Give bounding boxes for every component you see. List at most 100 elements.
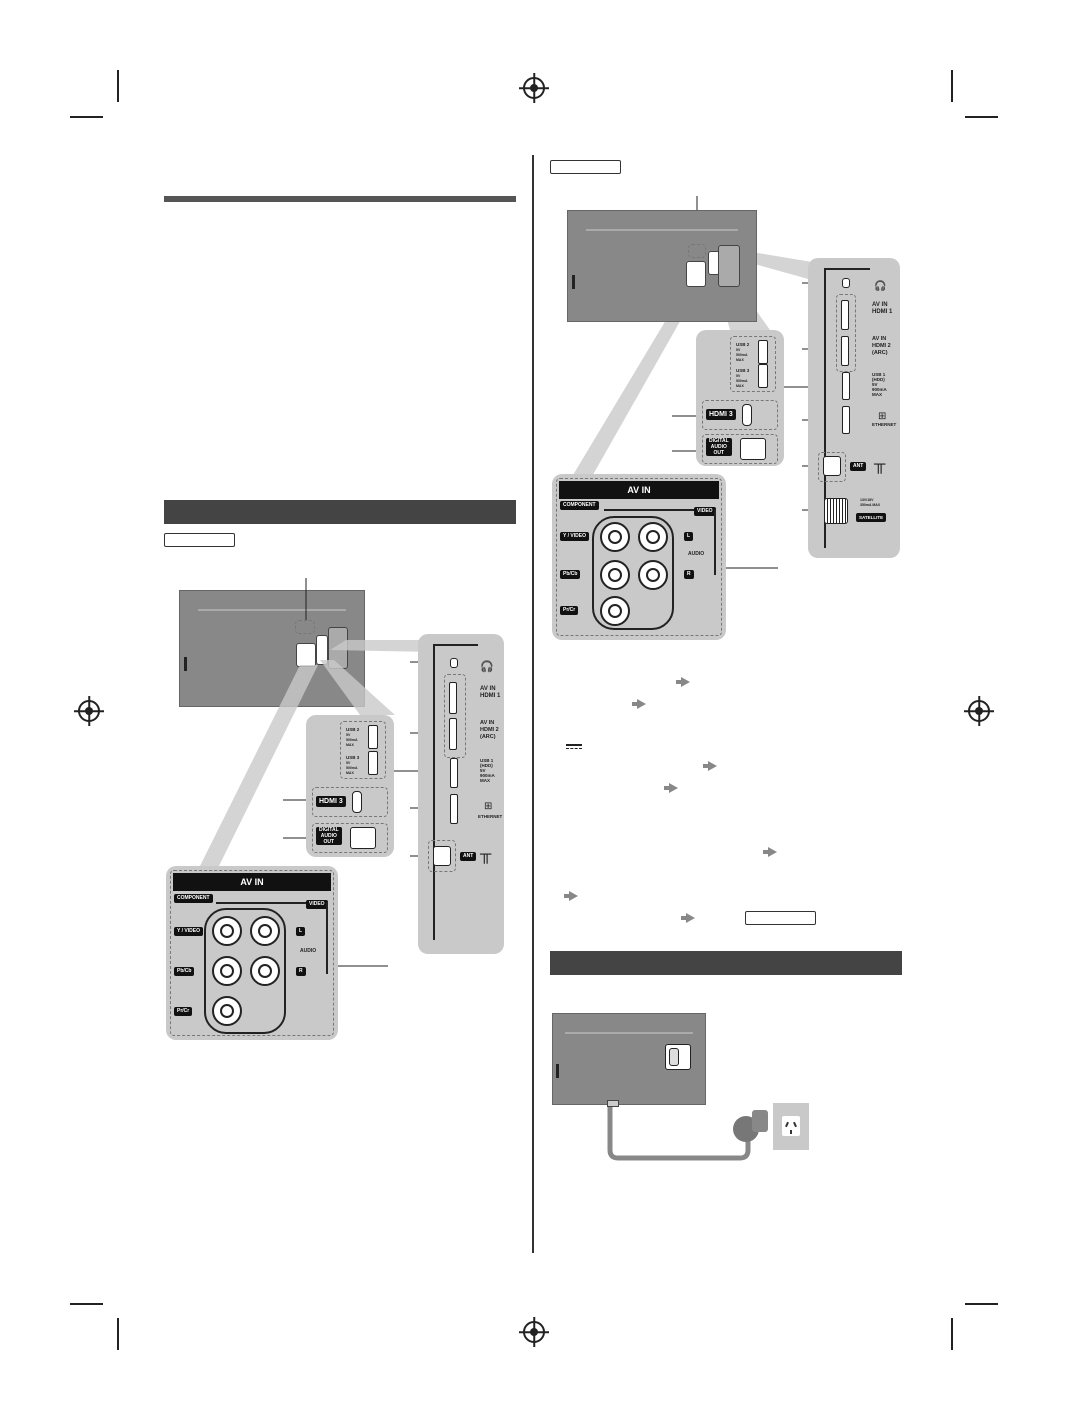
arrow-right-icon (676, 677, 690, 687)
terminal-block (316, 635, 328, 665)
pb-jack (600, 560, 630, 590)
usb-dashed-group (340, 721, 386, 779)
crop-mark (951, 70, 953, 102)
pb-jack (212, 956, 242, 986)
ethernet-label: ETHERNET (478, 814, 503, 819)
arrow-right-icon (564, 891, 578, 901)
hdmi3-dashed-group (312, 787, 388, 817)
pr-cr-label: Pr/Cr (174, 1007, 193, 1016)
antenna-icon: ╥ (874, 456, 886, 473)
audio-label: AUDIO (688, 551, 705, 557)
audio-r-jack (638, 560, 668, 590)
ant-label: ANT (460, 852, 477, 861)
pr-jack (600, 596, 630, 626)
l-label: L (296, 927, 306, 936)
dc-symbol-icon (566, 744, 582, 746)
av-in-hdmi1-label: AV IN HDMI 1 (480, 686, 501, 699)
pb-cb-label: Pb/Cb (174, 967, 195, 976)
digital-audio-out-label: DIGITAL AUDIO OUT (706, 438, 732, 456)
hdmi3-port (352, 791, 362, 813)
y-video-label: Y / VIDEO (174, 927, 203, 936)
side-terminal-callout: 🎧 AV IN HDMI 1 AV IN HDMI 2 (ARC) USB 1 … (418, 634, 504, 954)
usb2-rating: 5V 500mA MAX (736, 348, 748, 362)
pr-jack (212, 996, 242, 1026)
ethernet-port (450, 794, 458, 824)
component-label: COMPONENT (174, 894, 213, 903)
headphone-icon: 🎧 (480, 661, 494, 673)
hdmi1-port (841, 300, 849, 330)
satellite-label: SATELLITE (856, 513, 887, 522)
model-tag (164, 533, 235, 547)
usb2-label: USB 2 (346, 727, 360, 732)
column-divider (532, 155, 534, 1253)
headphone-icon: 🎧 (874, 281, 887, 292)
hdmi-dashed-group (444, 674, 466, 758)
registration-mark (523, 77, 545, 99)
av-in-callout: AV IN COMPONENT VIDEO Y / VIDEO Pb/Cb Pr… (166, 866, 338, 1040)
usb1-label: USB 1 (HDD) 5V 900mA MAX (872, 372, 887, 397)
usb2-port (368, 725, 378, 749)
hdmi2-port (449, 718, 457, 750)
crop-mark (951, 1318, 953, 1350)
pb-cb-label: Pb/Cb (560, 570, 581, 579)
y-video-label: Y / VIDEO (560, 532, 589, 541)
section-header-bar (164, 500, 516, 524)
r-label: R (296, 967, 306, 976)
model-tag (550, 160, 621, 174)
av-in-header: AV IN (173, 873, 331, 891)
av-in-hdmi1-label: AV IN HDMI 1 (872, 302, 893, 315)
digital-audio-out-label: DIGITAL AUDIO OUT (316, 827, 342, 845)
audio-r-jack (250, 956, 280, 986)
pr-cr-label: Pr/Cr (560, 606, 579, 615)
arrow-right-icon (664, 783, 678, 793)
video-l-jack (250, 916, 280, 946)
usb3-port (758, 364, 768, 388)
av-in-hdmi2-label: AV IN HDMI 2 (ARC) (480, 720, 499, 740)
registration-mark (968, 700, 990, 722)
hdmi3-label: HDMI 3 (316, 796, 346, 807)
video-l-jack (638, 522, 668, 552)
headphone-port (842, 278, 850, 288)
mid-terminal-callout: USB 2 5V 500mA MAX USB 3 5V 500mA MAX HD… (696, 330, 784, 466)
arrow-right-icon (763, 847, 777, 857)
y-video-jack (212, 916, 242, 946)
registration-mark (523, 1321, 545, 1343)
component-label: COMPONENT (560, 501, 599, 510)
crop-mark (117, 70, 119, 102)
video-label: VIDEO (694, 507, 716, 516)
crop-mark (965, 1303, 998, 1305)
registration-mark (78, 700, 100, 722)
usb3-label: USB 3 (346, 755, 360, 760)
usb1-label: USB 1 (HDD) 5V 900mA MAX (480, 758, 495, 783)
av-in-header: AV IN (559, 481, 719, 499)
arrow-right-icon (681, 913, 695, 923)
av-in-callout: AV IN COMPONENT VIDEO Y / VIDEO Pb/Cb Pr… (552, 474, 726, 640)
mid-terminal-callout: USB 2 5V 500mA MAX USB 3 5V 500mA MAX HD… (306, 715, 394, 857)
tv-back-panel (552, 1013, 706, 1107)
wall-outlet-icon (773, 1103, 809, 1150)
crop-mark (117, 1318, 119, 1350)
usb3-rating: 5V 500mA MAX (346, 761, 358, 775)
r-label: R (684, 570, 694, 579)
video-label: VIDEO (306, 900, 328, 909)
usb3-rating: 5V 500mA MAX (736, 374, 748, 388)
usb3-port (368, 751, 378, 775)
crop-mark (70, 1303, 103, 1305)
model-tag (745, 911, 816, 925)
tv-back-panel (179, 590, 365, 707)
ethernet-icon: ⊞ (878, 411, 887, 422)
usb3-label: USB 3 (736, 368, 750, 373)
crop-mark (70, 116, 103, 118)
hdmi3-label: HDMI 3 (706, 409, 736, 420)
usb2-rating: 5V 500mA MAX (346, 733, 358, 747)
arrow-right-icon (632, 699, 646, 709)
usb2-port (758, 340, 768, 364)
side-terminal-callout: 🎧 AV IN HDMI 1 AV IN HDMI 2 (ARC) USB 1 … (808, 258, 900, 558)
antenna-icon: ╥ (480, 846, 492, 863)
av-in-hdmi2-label: AV IN HDMI 2 (ARC) (872, 336, 891, 356)
antenna-port (823, 456, 841, 476)
headphone-port (450, 658, 458, 668)
l-label: L (684, 532, 694, 541)
section-rule (164, 196, 516, 202)
